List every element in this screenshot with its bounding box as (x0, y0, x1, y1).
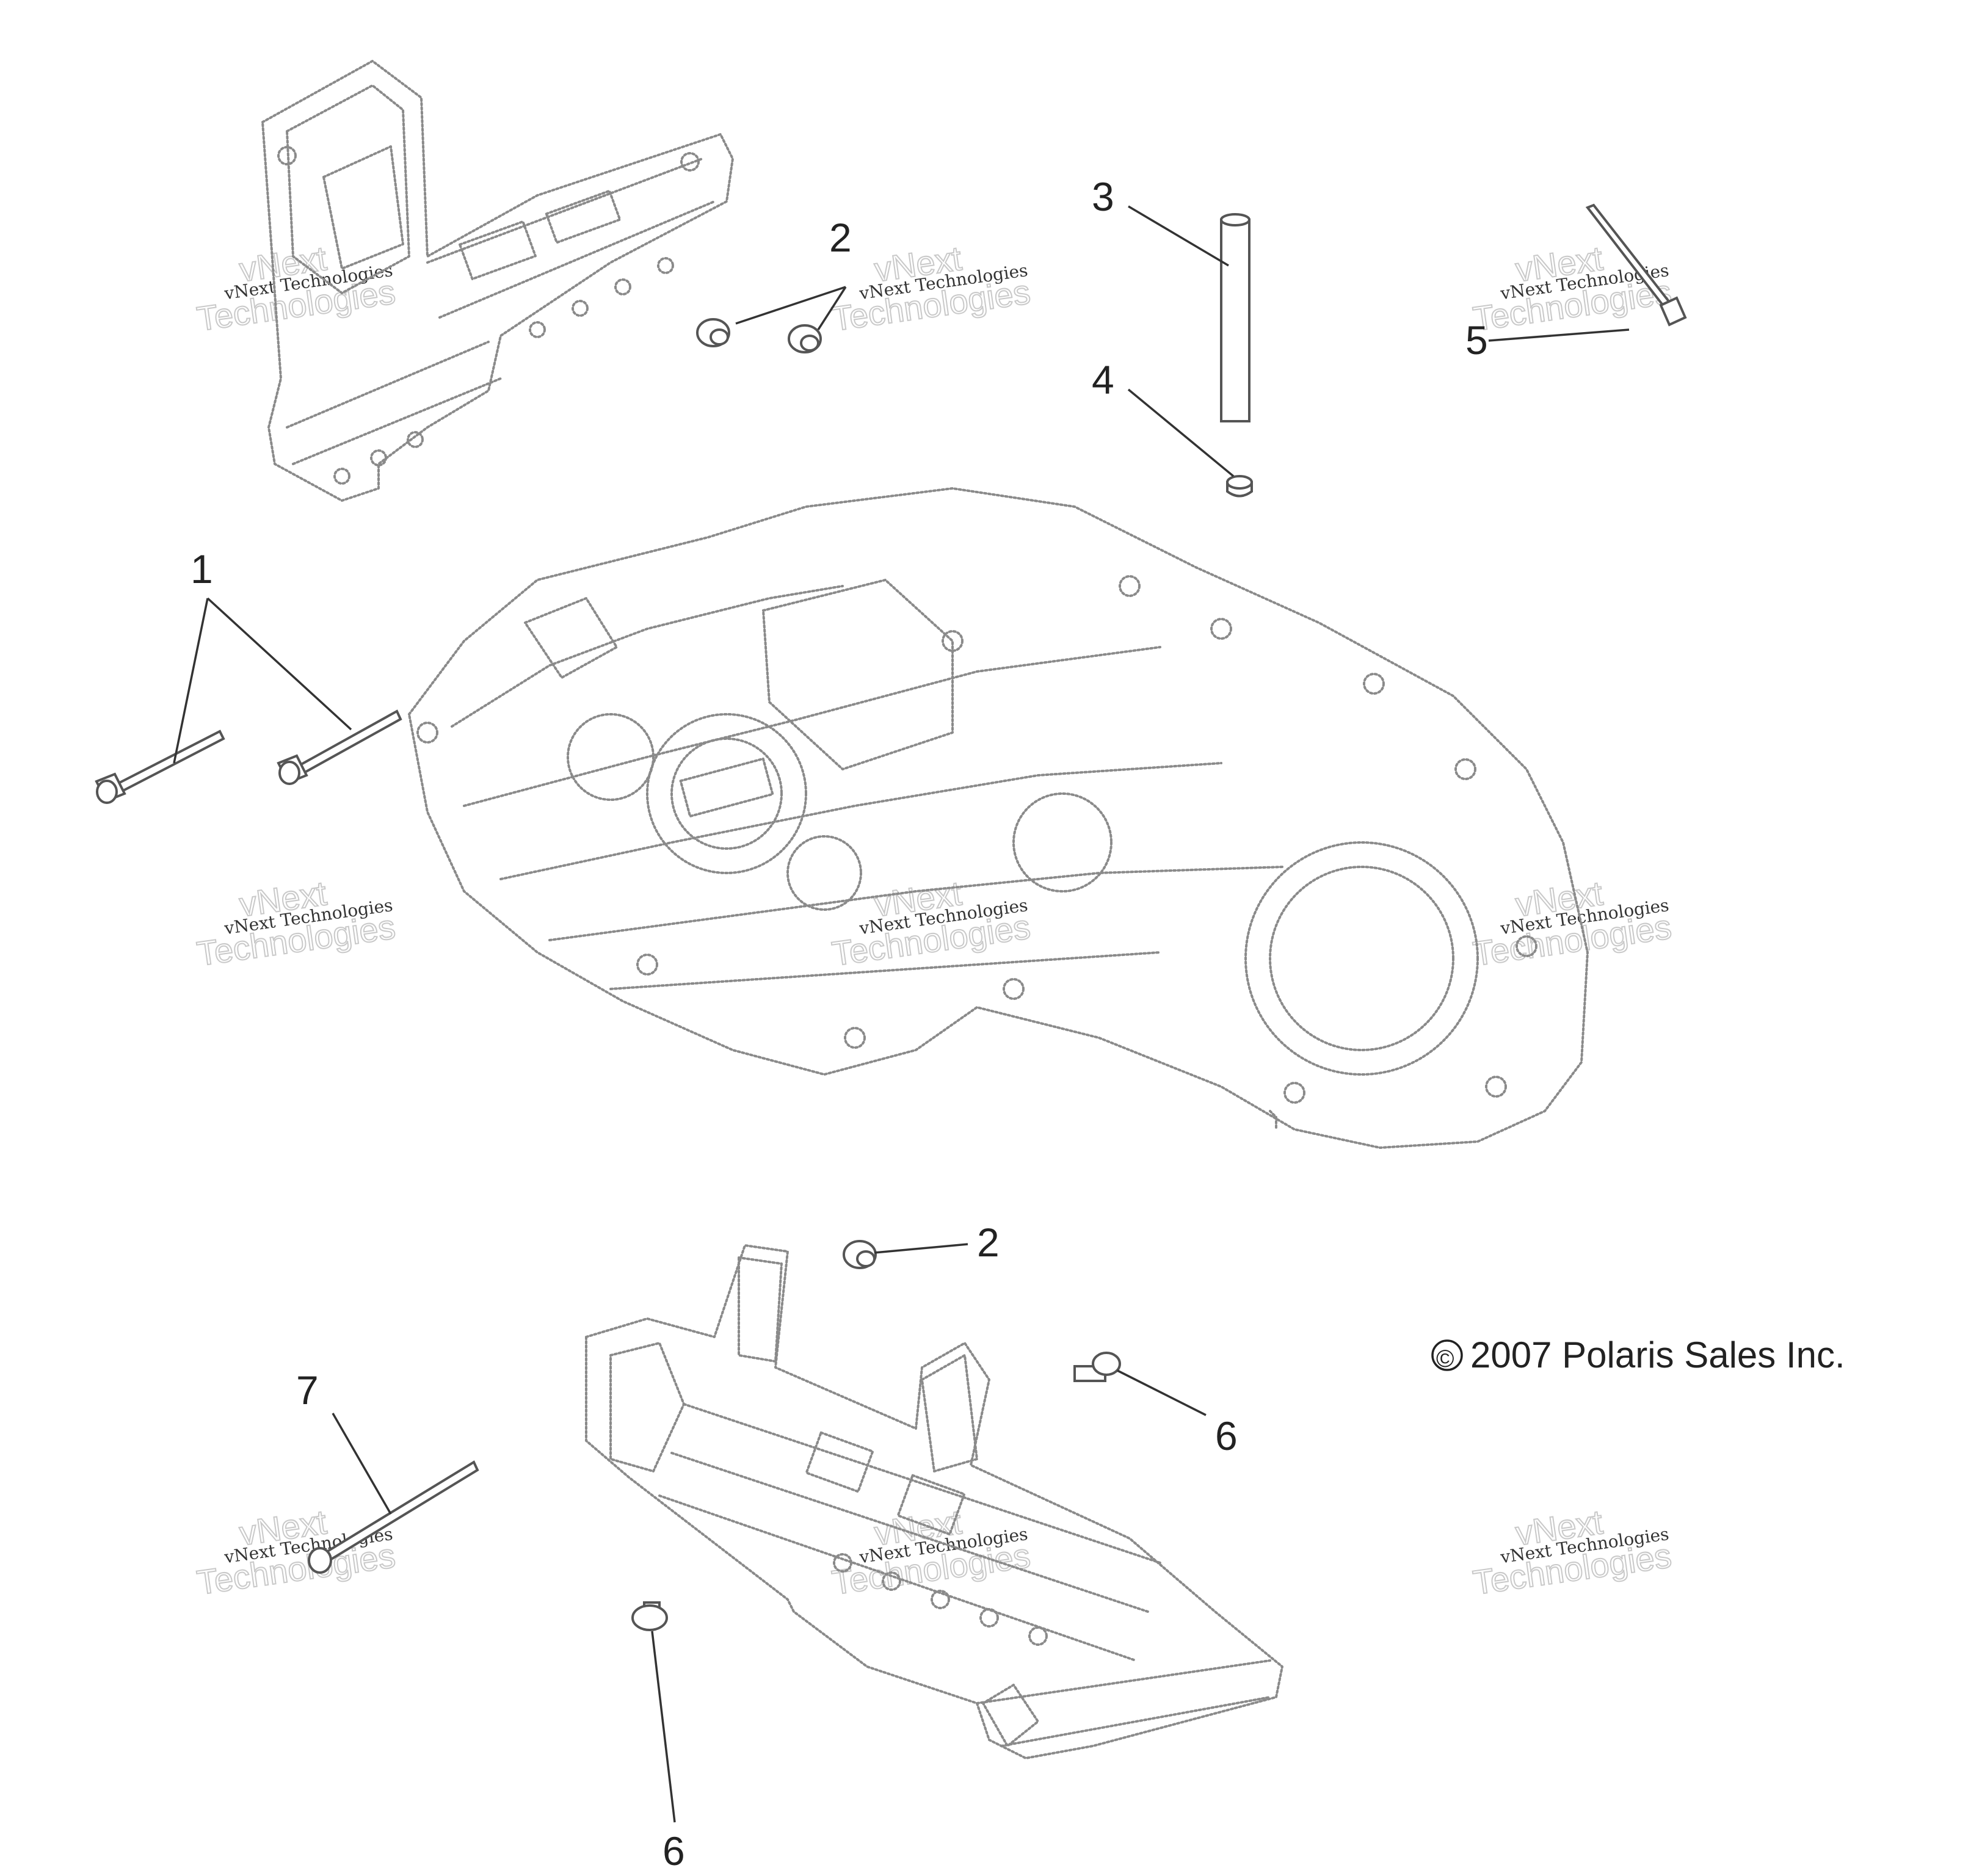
watermark-mid-center: vNext Technologies vNext Technologies (829, 873, 1033, 974)
watermark-mid-left: vNext Technologies vNext Technologies (194, 873, 398, 974)
sleeve-tube-3 (1220, 213, 1250, 422)
transmission-housing (408, 487, 1589, 1149)
leader-lines (173, 205, 1630, 1823)
lower-mount-bracket (585, 1244, 1283, 1759)
bushing-2a (696, 318, 730, 347)
bolt-1a (95, 730, 225, 804)
long-bolt-7 (308, 1460, 479, 1574)
callout-1: 1 (191, 546, 213, 592)
callout-2-top: 2 (829, 215, 852, 260)
watermark-top-right: vNext Technologies vNext Technologies (1470, 238, 1674, 339)
upper-mount-bracket (261, 60, 734, 502)
watermark-bottom-left: vNext Technologies vNext Technologies (194, 1502, 398, 1603)
bushing-2b (788, 324, 822, 353)
copyright-notice: © 2007 Polaris Sales Inc. (1431, 1335, 1845, 1375)
callout-5: 5 (1465, 317, 1488, 363)
flange-bolt-6a (1073, 1352, 1121, 1382)
callout-7: 7 (296, 1367, 319, 1413)
watermark-top-center: vNext Technologies vNext Technologies (829, 238, 1033, 339)
long-bolt-5 (1585, 203, 1687, 327)
copyright-symbol: © (1436, 1345, 1454, 1372)
flange-bolt-6b (631, 1601, 668, 1631)
watermark-bottom-right: vNext Technologies vNext Technologies (1470, 1502, 1674, 1603)
copyright-text: 2007 Polaris Sales Inc. (1470, 1335, 1845, 1375)
callout-2-bottom: 2 (977, 1220, 1000, 1265)
watermark-mid-right: vNext Technologies vNext Technologies (1470, 873, 1674, 974)
callout-3: 3 (1092, 174, 1114, 219)
watermark-top-left: vNext Technologies vNext Technologies (194, 238, 398, 339)
callout-6-bottom: 6 (662, 1828, 685, 1874)
callout-4: 4 (1092, 357, 1114, 402)
copyright-icon (1431, 1339, 1463, 1371)
bolt-1b (277, 709, 402, 785)
collar-4 (1226, 475, 1253, 498)
bushing-2c (843, 1240, 877, 1269)
callout-6-right: 6 (1215, 1413, 1238, 1458)
